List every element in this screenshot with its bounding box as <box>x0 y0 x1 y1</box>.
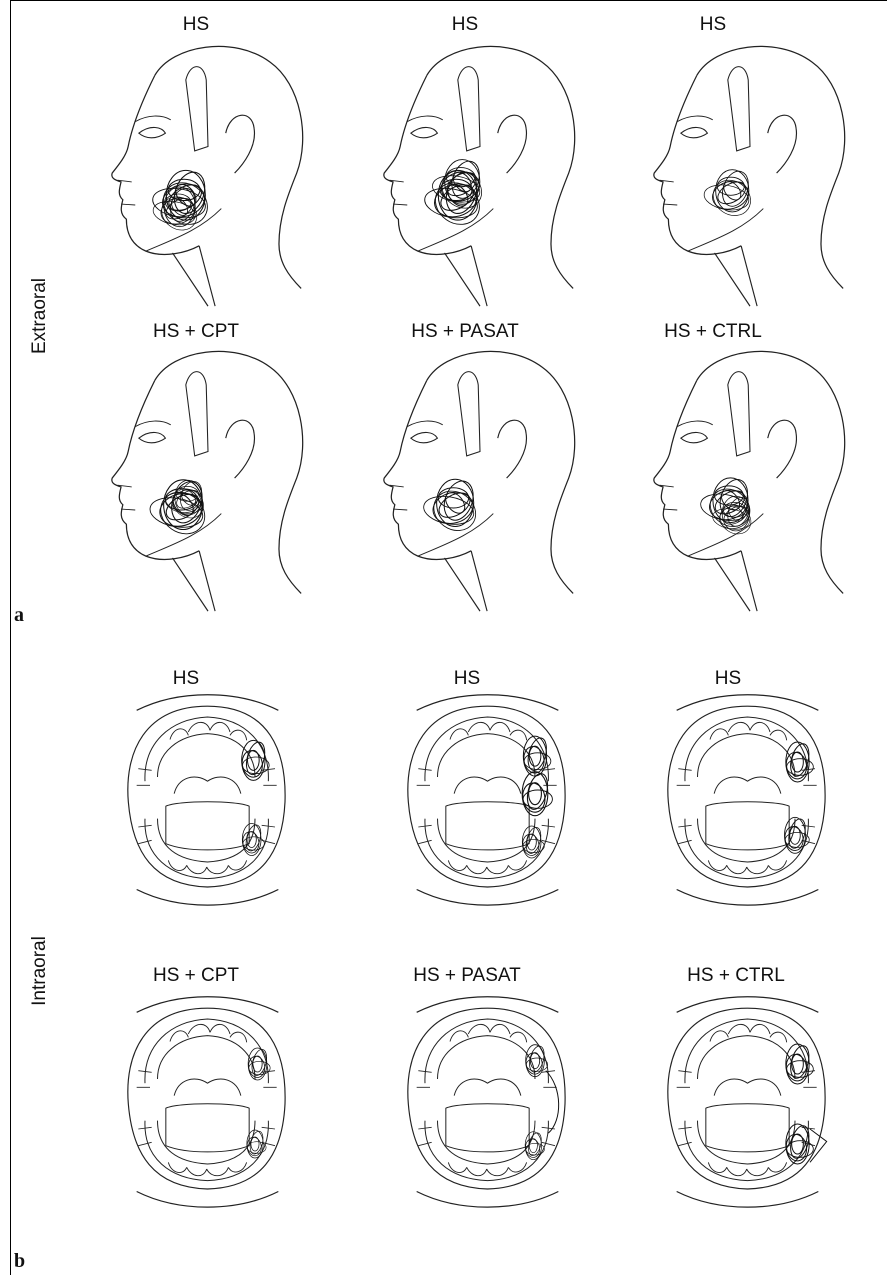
mouth-label-4: HS + CPT <box>86 965 306 987</box>
panel-b-side-label: Intraoral <box>29 911 51 1031</box>
head-label-6: HS + CTRL <box>603 321 823 343</box>
head-drawing-3 <box>630 40 870 315</box>
mouth-drawing-3 <box>660 688 835 916</box>
head-label-5: HS + PASAT <box>355 321 575 343</box>
mouth-drawing-5 <box>400 990 575 1218</box>
mouth-label-6: HS + CTRL <box>626 965 846 987</box>
mouth-label-2: HS <box>357 668 577 690</box>
head-label-2: HS <box>355 14 575 36</box>
head-drawing-2 <box>360 40 600 315</box>
head-label-3: HS <box>603 14 823 36</box>
mouth-drawing-6 <box>660 990 835 1218</box>
head-drawing-4 <box>88 345 328 620</box>
mouth-label-1: HS <box>76 668 296 690</box>
mouth-drawing-4 <box>120 990 295 1218</box>
panel-a-letter: a <box>14 604 24 627</box>
head-label-1: HS <box>86 14 306 36</box>
panel-b-letter: b <box>14 1250 25 1273</box>
panel-a-side-label: Extraoral <box>29 256 51 376</box>
mouth-drawing-1 <box>120 688 295 916</box>
head-label-4: HS + CPT <box>86 321 306 343</box>
mouth-label-5: HS + PASAT <box>357 965 577 987</box>
head-drawing-1 <box>88 40 328 315</box>
mouth-label-3: HS <box>618 668 838 690</box>
head-drawing-5 <box>360 345 600 620</box>
mouth-drawing-2 <box>400 688 575 916</box>
head-drawing-6 <box>630 345 870 620</box>
